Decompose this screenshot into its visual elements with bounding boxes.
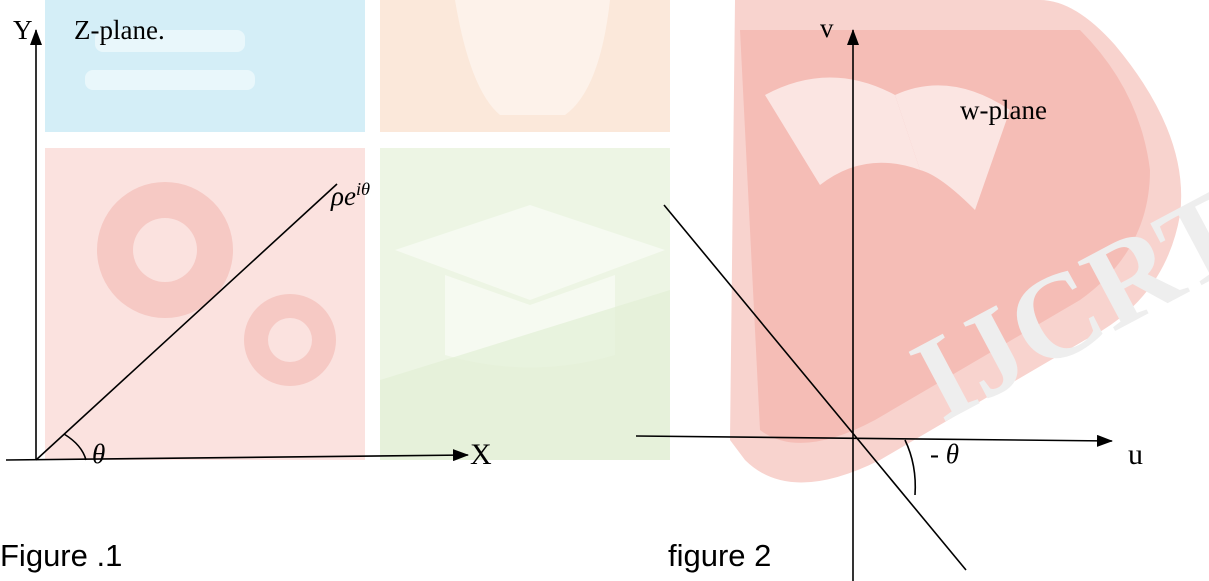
fig2-u-axis [635, 434, 1113, 447]
watermark-tile-orange [380, 0, 670, 132]
fig1-angle-label: θ [92, 439, 106, 469]
fig2-mapped-line [663, 204, 967, 571]
fig1-x-axis-label: X [470, 438, 492, 471]
fig1-plane-label: Z-plane. [74, 15, 165, 45]
fig2-caption: figure 2 [668, 538, 772, 573]
fig1-ray [35, 183, 338, 461]
watermark-tile-blue [45, 0, 365, 132]
fig1-point-base: ρe [331, 181, 356, 211]
fig2-u-axis-label: u [1128, 438, 1143, 471]
watermark-tile-green [380, 148, 670, 460]
fig1-y-axis-label: Y [13, 15, 33, 45]
book-icon [765, 77, 920, 185]
fig2-plane-label: w-plane [960, 95, 1047, 125]
fig1-x-axis [5, 449, 469, 462]
fig2-v-axis-label: v [820, 13, 834, 43]
fig2-angle-label: - θ [930, 439, 960, 469]
fig1-point-label: ρeiθ [331, 180, 370, 211]
watermark-play-shape [730, 0, 1182, 483]
fig1-point-exponent: iθ [355, 178, 371, 199]
graduation-cap-icon [395, 205, 665, 300]
fig1-angle-arc [63, 433, 87, 461]
fig1-caption: Figure .1 [0, 538, 123, 573]
fig2-angle-arc [904, 439, 917, 496]
